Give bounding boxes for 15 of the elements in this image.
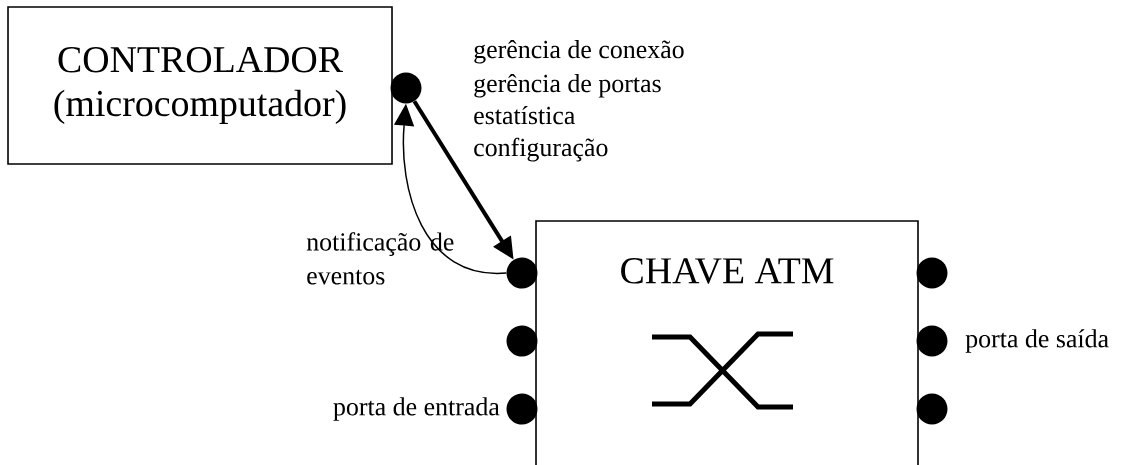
port-dot: [916, 393, 948, 425]
function-label: gerência de portas: [474, 73, 661, 98]
controller-box: CONTROLADOR (microcomputador): [7, 6, 393, 165]
port-dot: [506, 393, 538, 425]
port-label: porta de saída: [965, 329, 1109, 353]
port-dot: [506, 257, 538, 289]
port-dot: [916, 325, 948, 357]
function-label: configuração: [474, 137, 608, 162]
port-label: porta de entrada: [333, 397, 500, 421]
edge-label: notificação de eventos: [306, 232, 454, 285]
function-label: estatística: [474, 105, 575, 125]
port-dot: [916, 257, 948, 289]
function-label: gerência de conexão: [474, 39, 684, 64]
port-dot: [506, 325, 538, 357]
switch-box: CHAVE ATM: [535, 220, 919, 465]
